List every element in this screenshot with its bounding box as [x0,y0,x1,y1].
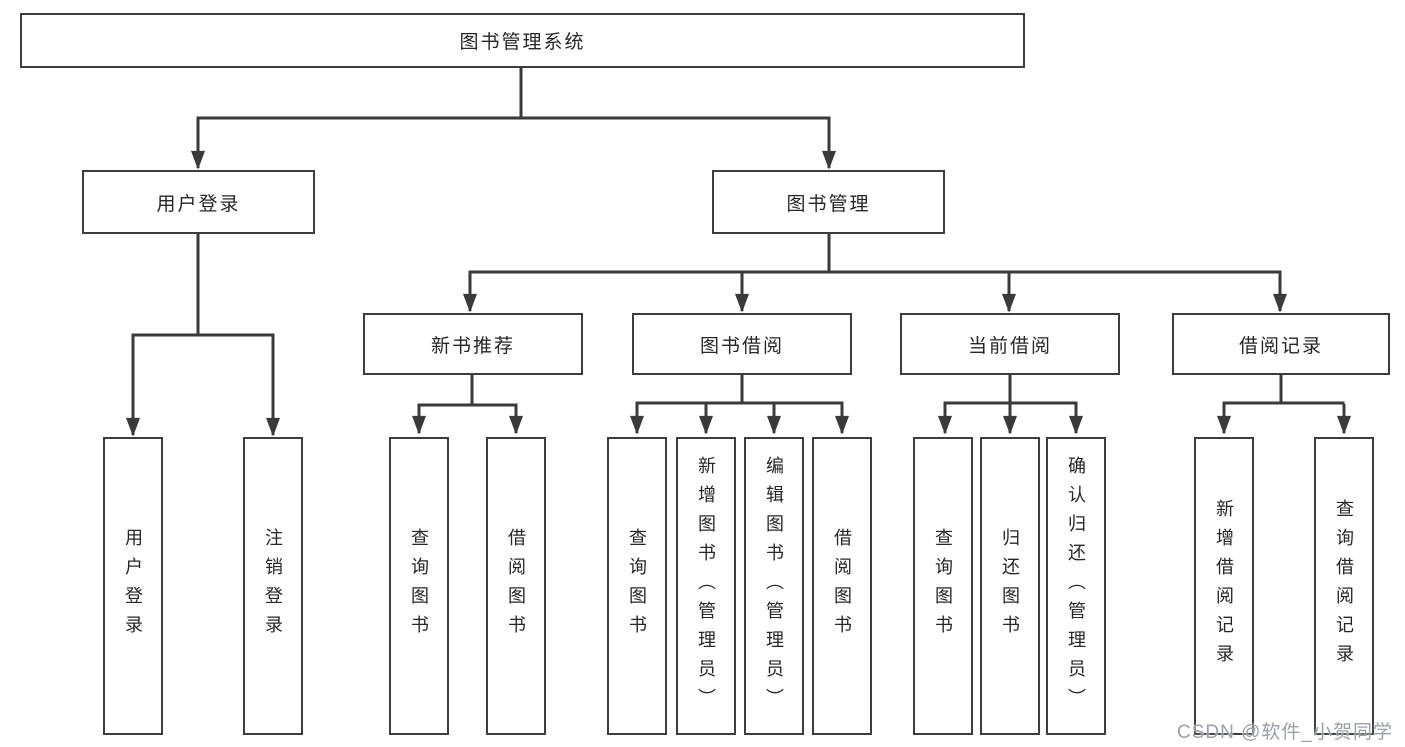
node-root: 图书管理系统 [20,13,1025,68]
node-bb-borrow-books: 借阅图书 [812,437,872,735]
node-br-query-record: 查询借阅记录 [1314,437,1374,735]
node-cb-confirm-return-admin: 确认归还（管理员） [1046,437,1106,735]
node-bb-edit-books-admin: 编辑图书（管理员） [744,437,804,735]
node-bb-query-books: 查询图书 [607,437,667,735]
node-borrowing-records: 借阅记录 [1172,313,1390,375]
node-new-book-recommend: 新书推荐 [363,313,583,375]
node-user-login: 用户登录 [82,170,315,234]
node-rec-borrow-books: 借阅图书 [486,437,546,735]
node-book-management: 图书管理 [712,170,945,234]
node-logout-leaf: 注销登录 [243,437,303,735]
node-br-add-record: 新增借阅记录 [1194,437,1254,735]
watermark-text: CSDN @软件_小贺同学 [1177,722,1393,743]
node-rec-query-books: 查询图书 [389,437,449,735]
node-cb-query-books: 查询图书 [913,437,973,735]
node-cb-return-books: 归还图书 [980,437,1040,735]
node-current-borrowing: 当前借阅 [900,313,1120,375]
node-user-login-leaf: 用户登录 [103,437,163,735]
node-book-borrowing: 图书借阅 [632,313,852,375]
node-bb-add-books-admin: 新增图书（管理员） [676,437,736,735]
